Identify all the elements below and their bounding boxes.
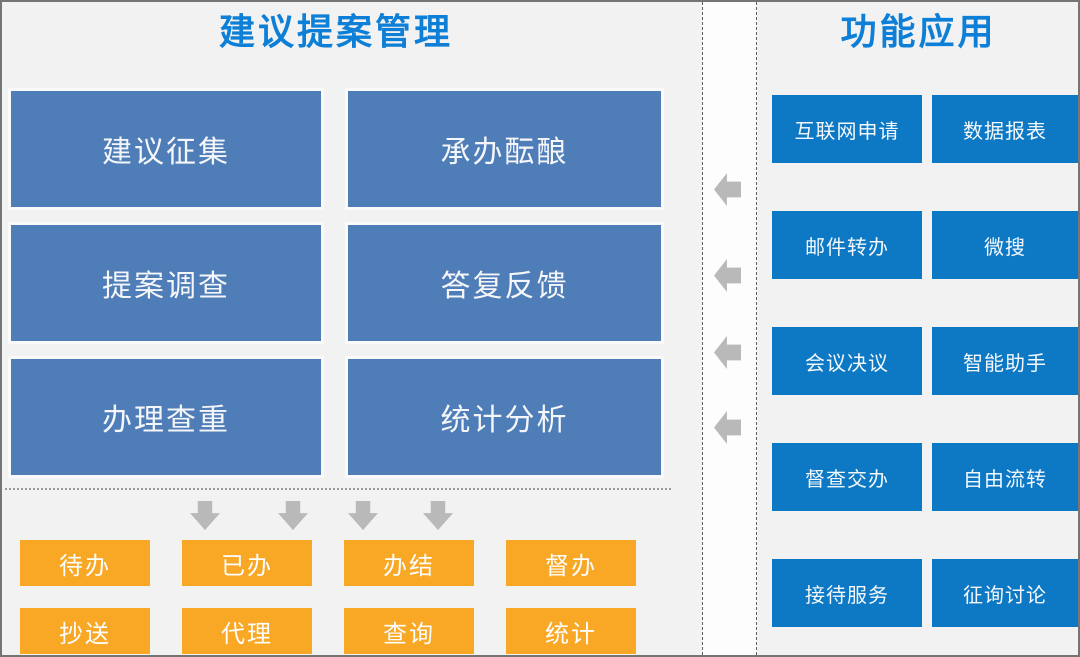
module-grid: 建议征集 承办酝酿 提案调查 答复反馈 办理查重 统计分析 [8,88,664,478]
down-arrow-icon [190,501,220,530]
module-box: 承办酝酿 [345,88,664,210]
app-box: 邮件转办 [772,211,922,279]
action-box: 统计 [506,608,636,654]
action-box: 办结 [344,540,474,586]
module-box: 办理查重 [8,356,324,478]
app-box: 微搜 [932,211,1078,279]
action-box: 查询 [344,608,474,654]
app-box: 自由流转 [932,443,1078,511]
vertical-dashed-connector-strip [702,2,757,655]
action-box: 已办 [182,540,312,586]
app-box: 互联网申请 [772,95,922,163]
action-box: 督办 [506,540,636,586]
app-box: 接待服务 [772,559,922,627]
left-panel-title: 建议提案管理 [218,11,453,52]
right-panel-title: 功能应用 [840,11,997,52]
module-box: 统计分析 [345,356,664,478]
action-box: 代理 [182,608,312,654]
down-arrow-icon [423,501,453,530]
down-arrow-icon [348,501,378,530]
app-box: 征询讨论 [932,559,1078,627]
down-arrow-icon [278,501,308,530]
action-grid: 待办 已办 办结 督办 抄送 代理 查询 统计 [20,540,636,654]
app-box: 督查交办 [772,443,922,511]
action-box: 待办 [20,540,150,586]
horizontal-dotted-divider [5,488,671,490]
app-grid: 互联网申请 数据报表 邮件转办 微搜 会议决议 智能助手 督查交办 自由流转 接… [772,95,1078,627]
app-box: 数据报表 [932,95,1078,163]
module-box: 答复反馈 [345,222,664,344]
module-box: 建议征集 [8,88,324,210]
action-box: 抄送 [20,608,150,654]
app-box: 智能助手 [932,327,1078,395]
module-box: 提案调查 [8,222,324,344]
app-box: 会议决议 [772,327,922,395]
